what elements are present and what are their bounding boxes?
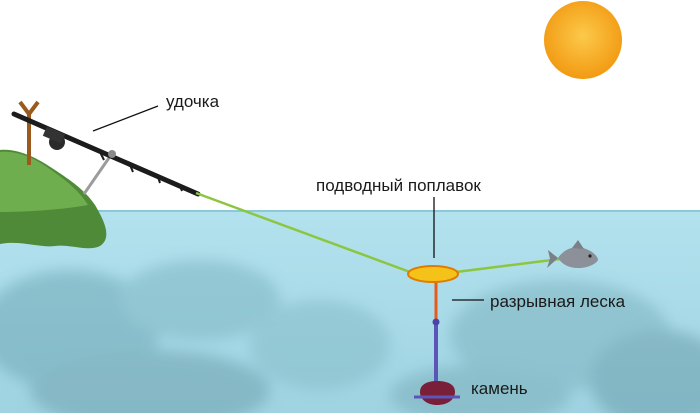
rod-support (82, 154, 113, 195)
rod-pointer (92, 105, 159, 132)
label-stone: камень (471, 379, 528, 398)
shore-bank (0, 149, 107, 249)
fish-line (455, 257, 561, 274)
fishing-rod-icon (11, 111, 201, 197)
fish-icon (547, 240, 598, 268)
swivel-icon (432, 318, 440, 326)
stone-icon (414, 381, 460, 405)
label-float: подводный поплавок (316, 176, 481, 195)
sun-icon (544, 1, 622, 79)
label-breakline: разрывная леска (490, 292, 626, 311)
label-rod: удочка (166, 92, 220, 111)
float-icon (407, 265, 459, 283)
main-line (195, 191, 411, 274)
water-area (0, 210, 700, 413)
